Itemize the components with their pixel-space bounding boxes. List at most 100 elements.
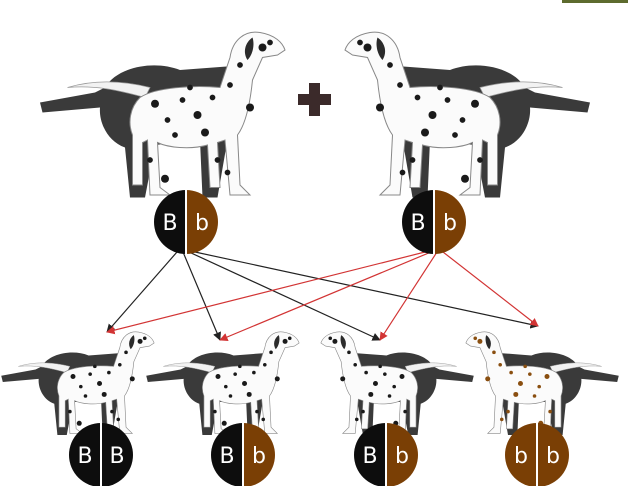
allele-label: B <box>362 444 377 469</box>
dog-spot <box>287 336 292 341</box>
red-arrow-2 <box>219 251 432 341</box>
dog-spot <box>282 338 288 344</box>
dog-spot <box>214 157 221 163</box>
dog-spot <box>258 43 267 52</box>
dog-spot <box>224 384 228 389</box>
allele-label: B <box>162 211 177 236</box>
dog-spot <box>513 391 519 397</box>
dog-spot <box>252 370 256 375</box>
dog-spot <box>387 62 393 68</box>
dog-spot <box>187 84 193 91</box>
dog-spot <box>428 111 437 120</box>
dog-spot <box>129 376 135 382</box>
dog-spot <box>142 336 147 341</box>
dog-spot <box>242 381 248 387</box>
dog-spot <box>392 384 396 389</box>
dog-spot <box>83 394 88 398</box>
dog-spot <box>255 409 259 414</box>
offspring-dog-3 <box>320 331 475 436</box>
allele-half-right <box>101 423 133 486</box>
dog-spot <box>437 84 443 91</box>
allele-label: B <box>410 211 425 236</box>
allele-half-left <box>154 190 186 254</box>
dog-spot <box>473 336 478 341</box>
dog-spot <box>528 372 532 376</box>
dog-spot <box>97 381 103 387</box>
dog-spot <box>124 350 128 355</box>
black-arrow-1 <box>106 251 178 333</box>
dog-spot <box>68 409 72 414</box>
dog-spot <box>353 363 357 367</box>
dog-spot <box>147 157 153 163</box>
dog-spot <box>110 409 114 414</box>
dog-spot <box>509 370 513 375</box>
dog-spot <box>548 409 552 414</box>
dog-spot <box>269 350 273 355</box>
red-arrow-4 <box>442 251 539 327</box>
dog-spot <box>399 169 406 176</box>
dog-spot <box>164 117 171 123</box>
allele-half-left <box>505 423 537 486</box>
dog-spot <box>499 417 504 422</box>
dog-spot <box>93 364 97 369</box>
dog-spot <box>76 420 82 426</box>
allele-half-right <box>434 190 466 254</box>
dog-spot <box>161 174 169 183</box>
black-arrow-3 <box>188 251 381 341</box>
allele-label: b <box>443 211 457 236</box>
dog-spot <box>383 372 387 376</box>
dog-spot <box>357 39 363 46</box>
dog-spot <box>347 350 351 355</box>
allele-half-left <box>402 190 434 254</box>
dog-spot <box>517 381 523 387</box>
parent-dog-left <box>39 31 286 199</box>
dog-spot <box>378 364 382 369</box>
offspring-dog-1 <box>0 331 155 436</box>
dog-spot <box>179 97 186 103</box>
dog-spot <box>399 374 405 379</box>
dog-spot <box>79 384 83 389</box>
dog-spot <box>227 82 233 88</box>
allele-label: b <box>252 444 266 469</box>
dog-spot <box>88 372 92 376</box>
dog-spot <box>246 103 254 112</box>
dog-spot <box>267 39 273 46</box>
allele-half-right <box>243 423 275 486</box>
dog-spot <box>537 384 541 389</box>
parent-dog-right <box>344 31 591 199</box>
dog-spot <box>363 43 372 52</box>
dog-spot <box>471 99 479 108</box>
dog-spot <box>485 376 491 382</box>
dog-spot <box>368 391 374 397</box>
dog-spot <box>201 128 209 137</box>
offspring-dog-4 <box>465 331 620 436</box>
dog-spot <box>70 374 76 379</box>
allele-half-right <box>386 423 418 486</box>
dog-spot <box>414 94 421 101</box>
allele-half-left <box>354 423 386 486</box>
dog-spot <box>233 372 237 376</box>
dog-spot <box>209 94 216 101</box>
dog-spot <box>224 169 231 176</box>
dog-spot <box>409 157 416 163</box>
accent-bar <box>562 0 628 3</box>
allele-label: B <box>109 444 124 469</box>
allele-label: B <box>219 444 234 469</box>
dog-spot <box>387 394 392 398</box>
dog-spot <box>274 376 280 382</box>
plus-icon <box>298 83 331 116</box>
dog-spot <box>118 363 122 367</box>
black-arrow-2 <box>182 251 221 341</box>
dog-spot <box>506 409 510 414</box>
dog-spot <box>452 132 458 138</box>
dog-spot <box>403 409 407 414</box>
offspring-dog-2 <box>145 331 300 436</box>
dog-spot <box>221 420 227 426</box>
dog-spot <box>376 103 384 112</box>
dog-spot <box>421 128 429 137</box>
dog-spot <box>246 391 252 397</box>
